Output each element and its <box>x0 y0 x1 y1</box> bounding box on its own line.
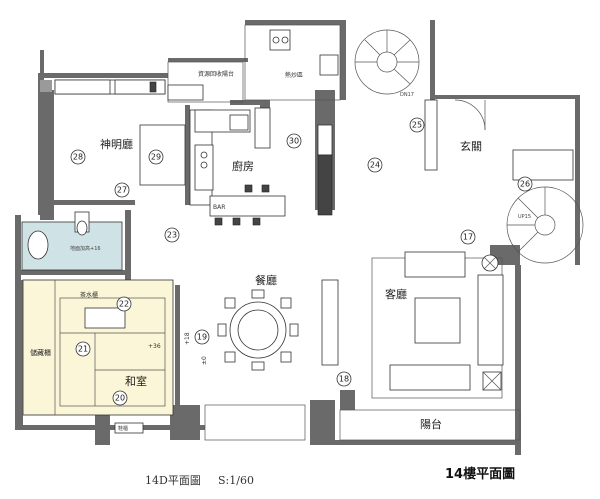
japanese-room: 儲藏櫃 茶水櫃 和室 +36 鞋櫃 <box>22 279 174 434</box>
bathroom-label: 地面加高+16 <box>70 245 101 252</box>
number-markers: 28 29 27 30 24 25 26 23 17 22 21 20 19 18 <box>70 117 533 406</box>
marker-24: 24 <box>367 157 383 173</box>
up-label: UP15 <box>518 214 531 220</box>
page-title: 14樓平面圖 <box>445 466 515 482</box>
entrance: 玄關 UP15 <box>424 99 584 264</box>
balcony: 陽台 <box>204 404 521 441</box>
svg-text:18: 18 <box>339 375 349 384</box>
tea-cabinet-label: 茶水櫃 <box>80 291 98 299</box>
bar-label: BAR <box>213 204 225 211</box>
svg-text:20: 20 <box>115 394 125 403</box>
plus18-label: +18 <box>184 332 191 345</box>
marker-20: 20 <box>112 390 128 406</box>
marker-26: 26 <box>517 176 533 192</box>
plus36-label: +36 <box>148 343 161 350</box>
svg-text:21: 21 <box>78 345 88 354</box>
storage-label: 儲藏櫃 <box>30 348 51 357</box>
dining: 餐廳 +18 ±0 <box>184 273 339 371</box>
japanese-label: 和室 <box>125 374 147 388</box>
living: 客廳 <box>371 251 504 399</box>
svg-text:29: 29 <box>151 153 161 162</box>
svg-text:23: 23 <box>167 231 177 240</box>
svg-text:30: 30 <box>289 137 299 146</box>
zero-label: ±0 <box>201 356 208 365</box>
svg-text:27: 27 <box>117 186 127 195</box>
marker-18: 18 <box>336 371 352 387</box>
kitchen-label: 廚房 <box>232 159 254 173</box>
svg-text:24: 24 <box>370 161 380 170</box>
marker-25: 25 <box>409 117 425 133</box>
stir-fry-label: 熱炒區 <box>285 71 303 79</box>
spiral-stair-top: DN17 <box>354 29 420 98</box>
svg-text:17: 17 <box>463 233 473 242</box>
svg-text:26: 26 <box>520 180 530 189</box>
marker-17: 17 <box>460 229 476 245</box>
shrine-label: 神明廳 <box>100 137 133 151</box>
stir-fry-area: 熱炒區 <box>244 24 341 101</box>
balcony-label: 陽台 <box>420 417 442 431</box>
top-left-cabinets <box>54 79 166 95</box>
shoe-cabinet-label: 鞋櫃 <box>118 425 128 432</box>
marker-29: 29 <box>148 149 164 165</box>
marker-28: 28 <box>70 149 86 165</box>
marker-21: 21 <box>75 341 91 357</box>
svg-text:22: 22 <box>119 300 129 309</box>
dn-label: DN17 <box>400 92 414 98</box>
living-label: 客廳 <box>385 287 407 301</box>
kitchen: 廚房 BAR <box>194 107 333 226</box>
svg-text:28: 28 <box>73 153 83 162</box>
subtitle: 14D平面圖 <box>145 474 201 487</box>
marker-23: 23 <box>164 227 180 243</box>
marker-22: 22 <box>116 296 132 312</box>
marker-27: 27 <box>114 182 130 198</box>
marker-30: 30 <box>286 133 302 149</box>
dining-label: 餐廳 <box>255 273 277 287</box>
marker-19: 19 <box>194 329 210 345</box>
entrance-label: 玄關 <box>460 139 482 153</box>
recycle-label: 資源回收陽台 <box>198 70 234 78</box>
svg-text:19: 19 <box>197 333 207 342</box>
bathroom: 地面加高+16 <box>21 211 123 271</box>
recycle-balcony: 資源回收陽台 <box>167 61 244 103</box>
scale: S:1/60 <box>218 474 254 487</box>
dining-chairs <box>217 289 299 371</box>
svg-text:25: 25 <box>412 121 422 130</box>
